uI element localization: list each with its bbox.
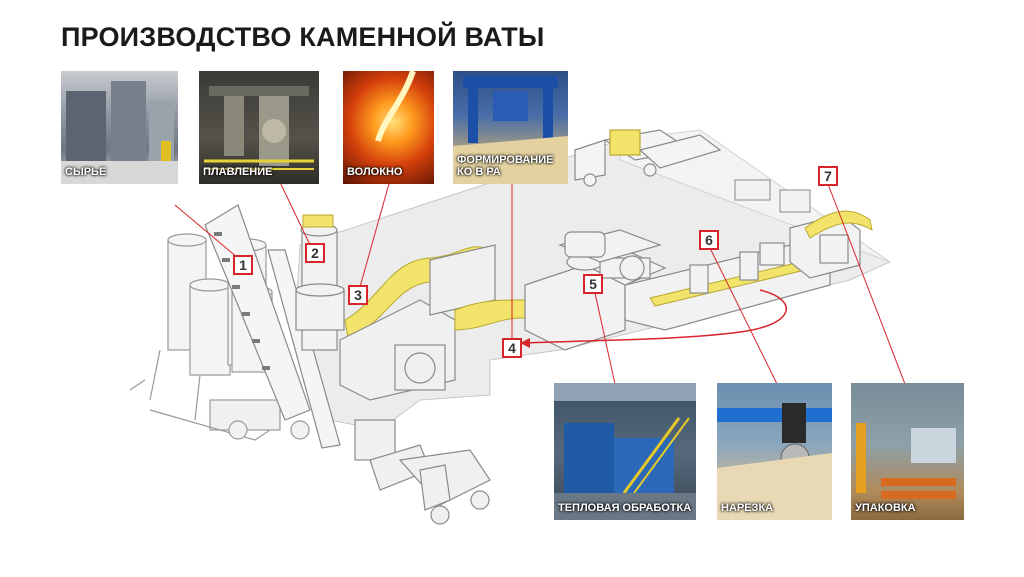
photo-packing: УПАКОВКА [851, 383, 964, 520]
caption-forming: ФОРМИРОВАНИЕ КО В РА [457, 154, 553, 178]
photo-heat-treatment: ТЕПЛОВАЯ ОБРАБОТКА [554, 383, 696, 520]
caption-raw: СЫРЬЕ [65, 166, 107, 178]
raw-materials-scene [61, 81, 178, 184]
caption-forming-line1: ФОРМИРОВАНИЕ [457, 154, 554, 166]
step-badge-3: 3 [348, 285, 368, 305]
photo-cutting: НАРЕЗКА [717, 383, 832, 520]
step-badge-2: 2 [305, 243, 325, 263]
fiber-stream-scene [375, 71, 416, 142]
cutting-scene [717, 403, 832, 520]
caption-fiber: ВОЛОКНО [347, 166, 403, 178]
step-badge-6: 6 [699, 230, 719, 250]
page-title: ПРОИЗВОДСТВО КАМЕННОЙ ВАТЫ [61, 22, 545, 52]
caption-melting: ПЛАВЛЕНИЕ [203, 166, 273, 178]
heat-treatment-scene [554, 383, 696, 520]
packing-scene [856, 423, 956, 499]
photo-forming: ФОРМИРОВАНИЕ КО В РА [453, 71, 568, 184]
forming-scene [453, 76, 568, 184]
photo-melting: ПЛАВЛЕНИЕ [199, 71, 319, 184]
melting-scene [204, 86, 314, 170]
caption-cutting: НАРЕЗКА [721, 502, 774, 514]
step-badge-5: 5 [583, 274, 603, 294]
photo-raw-materials: СЫРЬЕ [61, 71, 178, 184]
caption-forming-line2: КО В РА [457, 166, 501, 178]
caption-heat: ТЕПЛОВАЯ ОБРАБОТКА [558, 502, 692, 514]
step-badge-7: 7 [818, 166, 838, 186]
photo-fiber: ВОЛОКНО [343, 71, 434, 184]
step-badge-1: 1 [233, 255, 253, 275]
caption-packing: УПАКОВКА [855, 502, 916, 514]
step-badge-4: 4 [502, 338, 522, 358]
